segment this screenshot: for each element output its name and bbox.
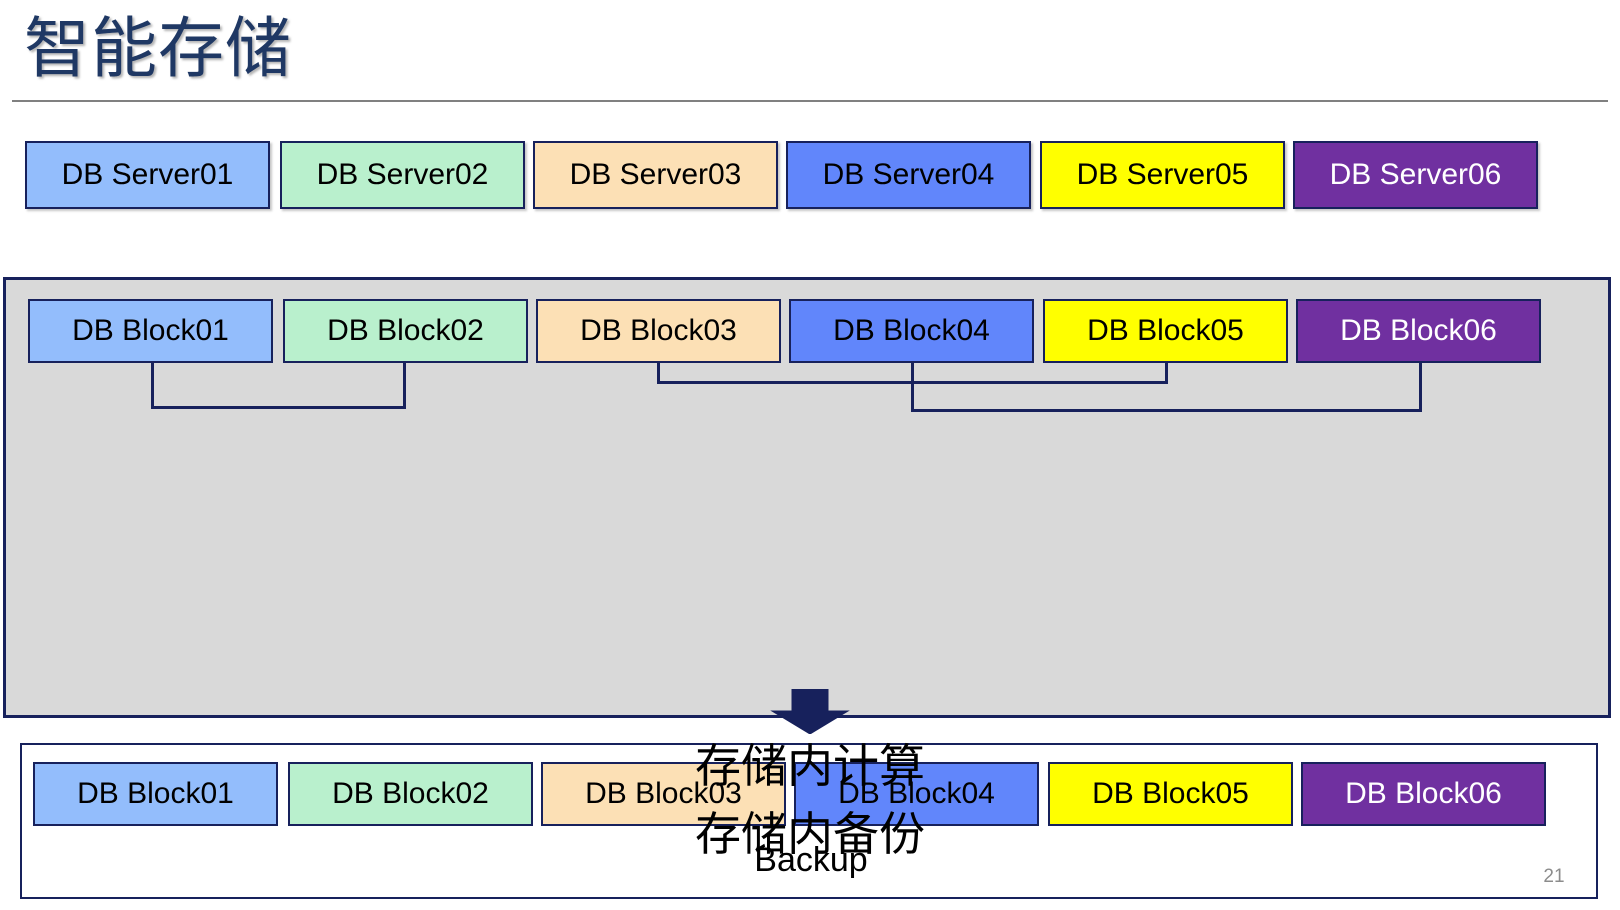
node-box[interactable]: DB Block01 xyxy=(33,762,278,826)
node-box[interactable]: DB Block03 xyxy=(541,762,786,826)
node-box[interactable]: DB Block03 xyxy=(536,299,781,363)
node-box-label: DB Block04 xyxy=(833,314,990,347)
node-box[interactable]: DB Block01 xyxy=(28,299,273,363)
node-box[interactable]: DB Block05 xyxy=(1048,762,1293,826)
connector-line-block04-block06-right xyxy=(1419,363,1422,412)
node-box-label: DB Server03 xyxy=(569,158,742,191)
node-box-label: DB Server01 xyxy=(61,158,234,191)
node-box[interactable]: DB Block02 xyxy=(288,762,533,826)
connector-line-block01-block02-left xyxy=(151,363,154,409)
node-box[interactable]: DB Server02 xyxy=(280,141,525,209)
node-box[interactable]: DB Server03 xyxy=(533,141,778,209)
node-box[interactable]: DB Block04 xyxy=(789,299,1034,363)
node-box[interactable]: DB Server05 xyxy=(1040,141,1285,209)
node-box-label: DB Block02 xyxy=(327,314,484,347)
node-box-label: DB Block04 xyxy=(838,777,995,810)
page-title: 智能存储 xyxy=(24,11,292,85)
title-divider xyxy=(12,100,1608,102)
connector-line-block04-block06-left xyxy=(911,363,914,412)
backup-box: DB Block01 DB Block02 DB Block03 DB Block04… xyxy=(20,743,1598,899)
page-number: 21 xyxy=(1543,866,1565,887)
copy-to-backup-arrow-icon xyxy=(760,688,860,735)
connector-line-block01-block02-span xyxy=(151,406,406,409)
node-box[interactable]: DB Block02 xyxy=(283,299,528,363)
connector-line-block03-block05-right xyxy=(1165,363,1168,384)
backup-label: Backup xyxy=(754,841,868,879)
connector-line-block01-block02-right xyxy=(403,363,406,409)
node-box[interactable]: DB Server01 xyxy=(25,141,270,209)
node-box[interactable]: DB Block04 xyxy=(794,762,1039,826)
connector-line-block04-block06-span xyxy=(911,409,1422,412)
node-box-label: DB Server06 xyxy=(1329,158,1502,191)
node-box-label: DB Block03 xyxy=(580,314,737,347)
node-box-label: DB Block05 xyxy=(1092,777,1249,810)
node-box-label: DB Block03 xyxy=(585,777,742,810)
node-box[interactable]: DB Block06 xyxy=(1301,762,1546,826)
storage-label: Storage xyxy=(6,907,1614,910)
node-box-label: DB Block02 xyxy=(332,777,489,810)
node-box-label: DB Block05 xyxy=(1087,314,1244,347)
node-box[interactable]: DB Block06 xyxy=(1296,299,1541,363)
node-box-label: DB Block06 xyxy=(1340,314,1497,347)
footer-caption-line-1: 存储内计算 xyxy=(695,740,925,792)
node-box[interactable]: DB Server04 xyxy=(786,141,1031,209)
footer-caption-line-2: 存储内备份 xyxy=(695,808,925,860)
node-box[interactable]: DB Server06 xyxy=(1293,141,1538,209)
node-box-label: DB Block06 xyxy=(1345,777,1502,810)
node-box-label: DB Server02 xyxy=(316,158,489,191)
node-box-label: DB Block01 xyxy=(72,314,229,347)
node-box-label: DB Server04 xyxy=(822,158,995,191)
node-box-label: DB Server05 xyxy=(1076,158,1249,191)
node-box[interactable]: DB Block05 xyxy=(1043,299,1288,363)
node-box-label: DB Block01 xyxy=(77,777,234,810)
connector-line-block03-block05-left xyxy=(657,363,660,384)
storage-container: DB Block01 DB Block02 DB Block03 DB Block04… xyxy=(3,277,1611,910)
